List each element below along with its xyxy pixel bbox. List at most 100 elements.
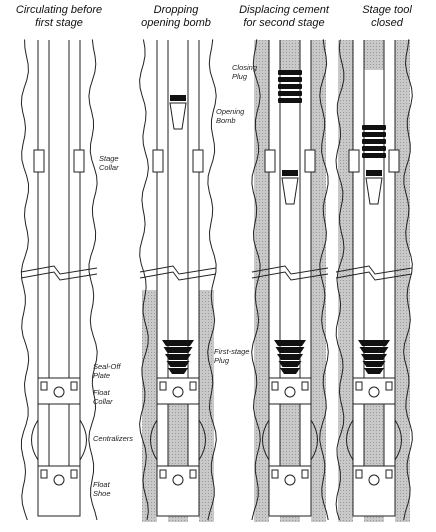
break-line-lower (335, 271, 413, 281)
first-stage-plug-fin (280, 368, 300, 374)
float-collar-valve (368, 386, 380, 398)
first-stage-plug-fin (165, 354, 191, 360)
closing-plug-segment (362, 132, 386, 137)
stage-collar-right (192, 149, 204, 173)
opening-bomb-cap (282, 170, 298, 176)
closing-plug-segment (278, 91, 302, 96)
float-shoe-seat-left (355, 469, 363, 479)
first-stage-plug-label: First-stage Plug (214, 347, 249, 365)
cement-annulus-right (199, 290, 214, 522)
stage-collar-left (33, 149, 45, 173)
centralizer-left (262, 419, 270, 461)
stage-collar-right (73, 149, 85, 173)
well-column-3 (251, 39, 329, 522)
float-shoe-label-line1: Float (93, 480, 110, 489)
column-title-2-line2: opening bomb (141, 17, 211, 29)
break-line-upper (20, 265, 98, 275)
float-collar-label-line2: Collar (93, 397, 113, 406)
column-title-4-line2: closed (371, 17, 403, 29)
borehole-wall-right (88, 39, 98, 521)
centralizer-right (79, 419, 87, 461)
seal-off-plate-label: Seal-Off Plate (93, 362, 121, 380)
well-column-2 (139, 39, 217, 522)
float-shoe-seat-right (189, 469, 197, 479)
float-shoe-seat-left (271, 469, 279, 479)
first-stage-plug-fin (166, 361, 190, 367)
centralizer-right (394, 419, 402, 461)
stage-collar-left (152, 149, 164, 173)
seal-off-plate-label-line1: Seal-Off (93, 362, 121, 371)
column-title-2: Dropping opening bomb (120, 4, 232, 30)
float-shoe-body (37, 465, 81, 517)
first-stage-plug-fin (163, 347, 193, 353)
cement-annulus-right (311, 40, 326, 522)
opening-bomb-label-line2: Bomb (216, 116, 236, 125)
first-stage-plug-fin (274, 340, 306, 346)
float-shoe-valve (172, 474, 184, 486)
opening-bomb-label: Opening Bomb (216, 107, 244, 125)
float-collar-valve (284, 386, 296, 398)
borehole-wall-left (251, 39, 261, 521)
float-collar-seat-right (70, 381, 78, 391)
float-collar-valve (172, 386, 184, 398)
stage-collar-right (304, 149, 316, 173)
centralizer-right (310, 419, 318, 461)
float-shoe-label-line2: Shoe (93, 489, 111, 498)
float-shoe-body (268, 465, 312, 517)
cement-top-column (280, 40, 300, 70)
break-line-upper (335, 265, 413, 275)
float-shoe-seat-right (301, 469, 309, 479)
float-shoe-seat-right (70, 469, 78, 479)
first-stage-plug-fin (359, 347, 389, 353)
opening-bomb-body (281, 177, 299, 205)
first-stage-plug-fin (362, 361, 386, 367)
opening-bomb-cap (366, 170, 382, 176)
stage-collar-left (264, 149, 276, 173)
break-line-lower (251, 271, 329, 281)
float-collar-seat-left (271, 381, 279, 391)
borehole-wall-left (139, 39, 149, 521)
first-stage-plug-fin (277, 354, 303, 360)
column-title-1: Circulating before first stage (0, 4, 118, 30)
centralizer-left (346, 419, 354, 461)
break-line-lower (20, 271, 98, 281)
closing-plug-label-line2: Plug (232, 72, 248, 81)
opening-bomb-body (169, 102, 187, 130)
closing-plug-segment (362, 153, 386, 158)
borehole-wall-left (335, 39, 345, 521)
closing-plug-segment (362, 125, 386, 130)
first-stage-plug-fin (278, 361, 302, 367)
float-collar-label: Float Collar (93, 388, 113, 406)
stage-collar-label: Stage Collar (99, 154, 119, 172)
break-line-lower (139, 271, 217, 281)
column-title-2-line1: Dropping (153, 4, 199, 16)
stage-collar-label-line2: Collar (99, 163, 119, 172)
float-shoe-body (352, 465, 396, 517)
well-column-4 (335, 39, 413, 522)
cement-annulus-right (395, 40, 410, 522)
float-collar-label-line1: Float (93, 388, 110, 397)
cement-annulus-left (142, 290, 157, 522)
float-shoe-valve (284, 474, 296, 486)
closing-plug-segment (362, 139, 386, 144)
closing-plug-segment (278, 77, 302, 82)
opening-bomb-label-line1: Opening (216, 107, 245, 116)
first-stage-plug-fin (364, 368, 384, 374)
stage-collar-label-line1: Stage (99, 154, 119, 163)
first-stage-plug-fin (168, 368, 188, 374)
first-stage-plug-fin (162, 340, 194, 346)
closing-plug-label: Closing Plug (232, 63, 257, 81)
float-shoe-valve (368, 474, 380, 486)
column-title-1-line1: Circulating before (15, 4, 103, 16)
closing-plug-segment (278, 70, 302, 75)
closing-plug-segment (362, 146, 386, 151)
cement-annulus-left (338, 40, 353, 522)
float-collar-valve (53, 386, 65, 398)
float-collar-seat-right (301, 381, 309, 391)
opening-bomb-cap (170, 95, 186, 101)
column-title-3-line1: Displacing cement (239, 4, 329, 16)
well-column-1 (20, 39, 98, 521)
closing-plug-segment (278, 84, 302, 89)
break-line-upper (251, 265, 329, 275)
